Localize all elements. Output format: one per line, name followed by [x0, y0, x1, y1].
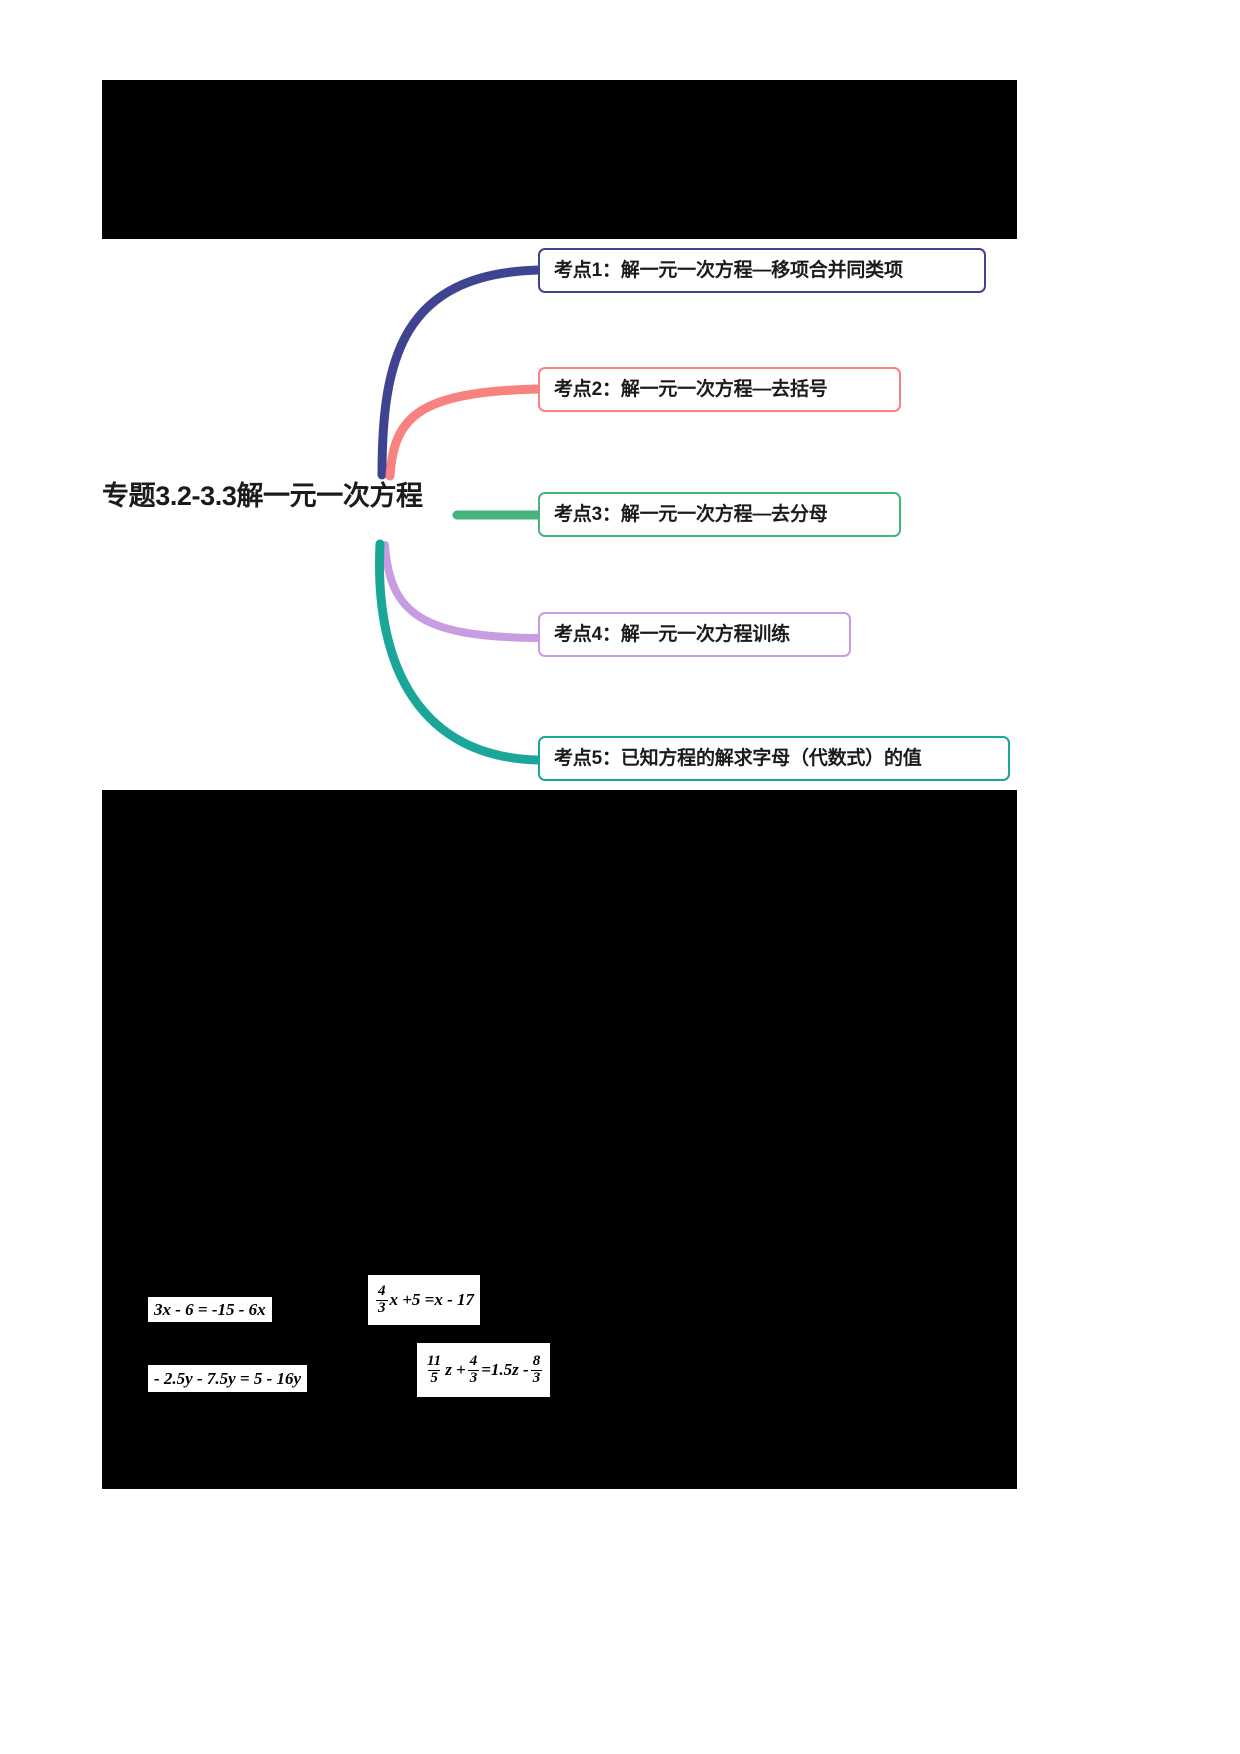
- fraction-numerator: 8: [532, 1353, 541, 1370]
- fraction-8-over-3: 8 3: [530, 1353, 543, 1386]
- fraction-denominator: 5: [428, 1369, 440, 1386]
- mindmap-panel: 专题3.2-3.3解一元一次方程 考点1：解一元一次方程—移项合并同类项 考点2…: [102, 239, 1017, 790]
- equation-3-rest: x +5 =x - 17: [389, 1290, 475, 1310]
- fraction-11-over-5: 11 5: [425, 1353, 443, 1386]
- fraction-numerator: 4: [378, 1283, 386, 1300]
- topic-label-1: 考点1：解一元一次方程—移项合并同类项: [554, 260, 903, 281]
- equation-3-fraction: 4 3 x +5 =x - 17: [374, 1283, 475, 1316]
- branch-line-4: [381, 541, 542, 642]
- topic-box-5[interactable]: 考点5：已知方程的解求字母（代数式）的值: [538, 736, 1010, 781]
- topic-box-1[interactable]: 考点1：解一元一次方程—移项合并同类项: [538, 248, 986, 293]
- equation-chip-1: 3x - 6 = -15 - 6x: [148, 1297, 272, 1322]
- topic-label-3: 考点3：解一元一次方程—去分母: [554, 504, 828, 525]
- equation-4-body: 11 5 z + 4 3 =1.5z - 8 3: [423, 1353, 544, 1386]
- topic-box-3[interactable]: 考点3：解一元一次方程—去分母: [538, 492, 901, 537]
- mindmap-root-node[interactable]: 专题3.2-3.3解一元一次方程: [102, 481, 472, 512]
- fraction-denominator: 3: [467, 1369, 480, 1386]
- equation-text-2: - 2.5y - 7.5y = 5 - 16y: [154, 1368, 302, 1388]
- topic-label-4: 考点4：解一元一次方程训练: [554, 624, 790, 645]
- fraction-denominator: 3: [376, 1299, 388, 1316]
- equation-chip-2: - 2.5y - 7.5y = 5 - 16y: [148, 1365, 308, 1392]
- equation-4-mid-2: =1.5z -: [481, 1360, 529, 1380]
- mindmap-root-label: 专题3.2-3.3解一元一次方程: [102, 481, 423, 511]
- fraction-numerator: 11: [427, 1353, 442, 1370]
- topic-label-2: 考点2：解一元一次方程—去括号: [554, 379, 828, 400]
- branch-line-1: [377, 265, 543, 480]
- topic-label-5: 考点5：已知方程的解求字母（代数式）的值: [554, 748, 922, 769]
- equation-chip-3: 4 3 x +5 =x - 17: [368, 1275, 481, 1325]
- fraction-4-over-3: 4 3: [376, 1283, 388, 1316]
- equation-4-mid-1: z +: [445, 1360, 466, 1380]
- topic-box-2[interactable]: 考点2：解一元一次方程—去括号: [538, 367, 901, 412]
- equation-chip-4: 11 5 z + 4 3 =1.5z - 8 3: [417, 1343, 551, 1397]
- topic-box-4[interactable]: 考点4：解一元一次方程训练: [538, 612, 851, 657]
- fraction-4-over-3: 4 3: [467, 1353, 480, 1386]
- branch-line-5: [375, 539, 543, 765]
- fraction-denominator: 3: [530, 1369, 543, 1386]
- fraction-numerator: 4: [469, 1353, 478, 1370]
- mindmap-branches: [375, 265, 543, 765]
- branch-line-2: [385, 384, 543, 481]
- equation-text-1: 3x - 6 = -15 - 6x: [154, 1299, 266, 1319]
